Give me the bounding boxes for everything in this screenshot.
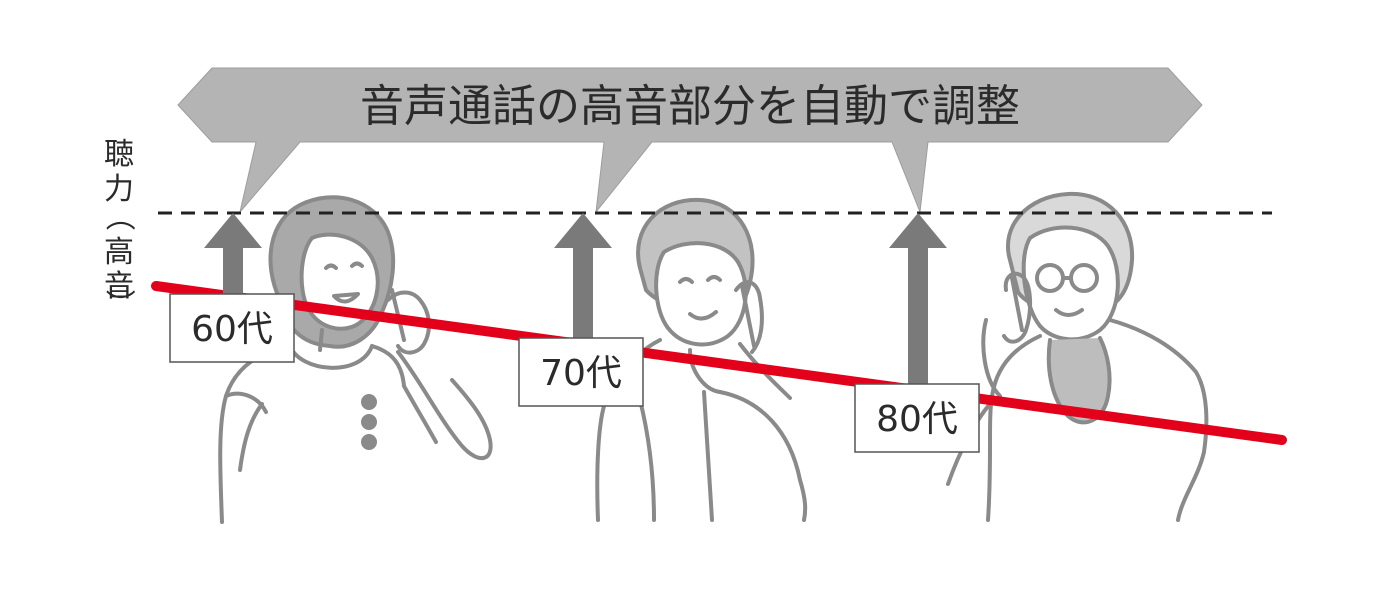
axis-char-1: 聴 [104, 137, 134, 172]
hearing-decline-line [151, 281, 1287, 445]
axis-char-4: 高 [104, 235, 134, 270]
age-text-60s: 60代 [191, 309, 273, 350]
arrow-up-icon [204, 213, 262, 294]
age-text-80s: 80代 [876, 399, 958, 440]
age-label-80s: 80代 [854, 383, 980, 453]
woman-80s-icon [946, 191, 1209, 522]
axis-label-hearing: 聴 力 （ 高 音 ） [101, 137, 136, 319]
woman-70s-icon [595, 197, 808, 522]
age-label-60s: 60代 [169, 293, 295, 363]
axis-char-3: （ [101, 201, 136, 231]
axis-char-5: 音 [104, 269, 134, 304]
axis-char-2: 力 [104, 172, 134, 207]
arrow-up-icon [554, 213, 612, 338]
age-label-70s: 70代 [518, 337, 644, 407]
age-text-70s: 70代 [540, 353, 622, 394]
banner-title: 音声通話の高音部分を自動で調整 [360, 81, 1020, 132]
banner: 音声通話の高音部分を自動で調整 [177, 67, 1203, 214]
arrow-up-icon [889, 213, 947, 384]
axis-char-6: ） [101, 289, 136, 319]
